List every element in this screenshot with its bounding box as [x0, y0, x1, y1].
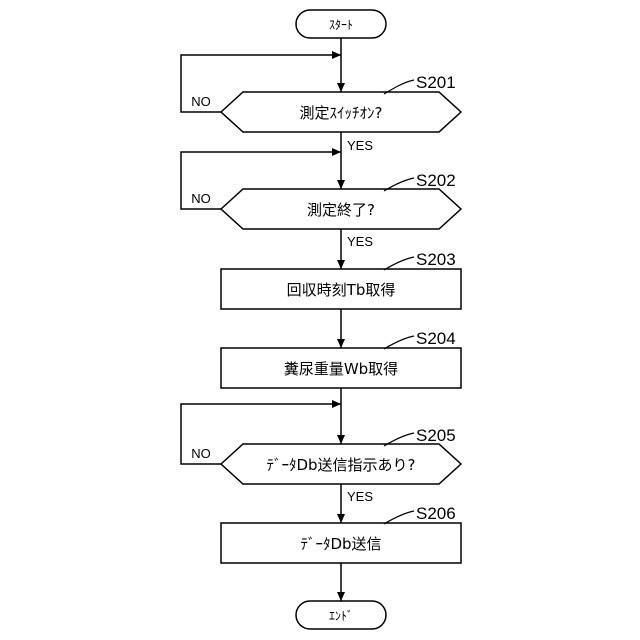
step-leader-s203	[384, 257, 414, 270]
step-label-s202: S202	[416, 171, 456, 190]
step-label-s206: S206	[416, 504, 456, 523]
branch-no-s201: NO	[191, 94, 211, 109]
branch-no-s205: NO	[191, 446, 211, 461]
step-label-s201: S201	[416, 73, 456, 92]
step-label-s205: S205	[416, 426, 456, 445]
decision-s201-text: 測定ｽｲｯﾁｵﾝ?	[300, 104, 383, 122]
end-label: ｴﾝﾄﾞ	[329, 609, 353, 623]
decision-s205-text: ﾃﾞｰﾀDb送信指示あり?	[266, 456, 415, 474]
process-s204-text: 糞尿重量Wb取得	[284, 360, 398, 378]
branch-yes-s205: YES	[347, 489, 373, 504]
branch-yes-s202: YES	[347, 234, 373, 249]
decision-s202-text: 測定終了?	[307, 201, 375, 219]
step-leader-s204	[384, 336, 414, 349]
start-label: ｽﾀｰﾄ	[329, 18, 353, 32]
branch-no-s202: NO	[191, 191, 211, 206]
process-s203-text: 回収時刻Tb取得	[287, 281, 396, 299]
process-s206-text: ﾃﾞｰﾀDb送信	[300, 535, 381, 553]
branch-yes-s201: YES	[347, 138, 373, 153]
step-leader-s206	[384, 511, 414, 524]
step-label-s203: S203	[416, 250, 456, 269]
step-label-s204: S204	[416, 329, 456, 348]
